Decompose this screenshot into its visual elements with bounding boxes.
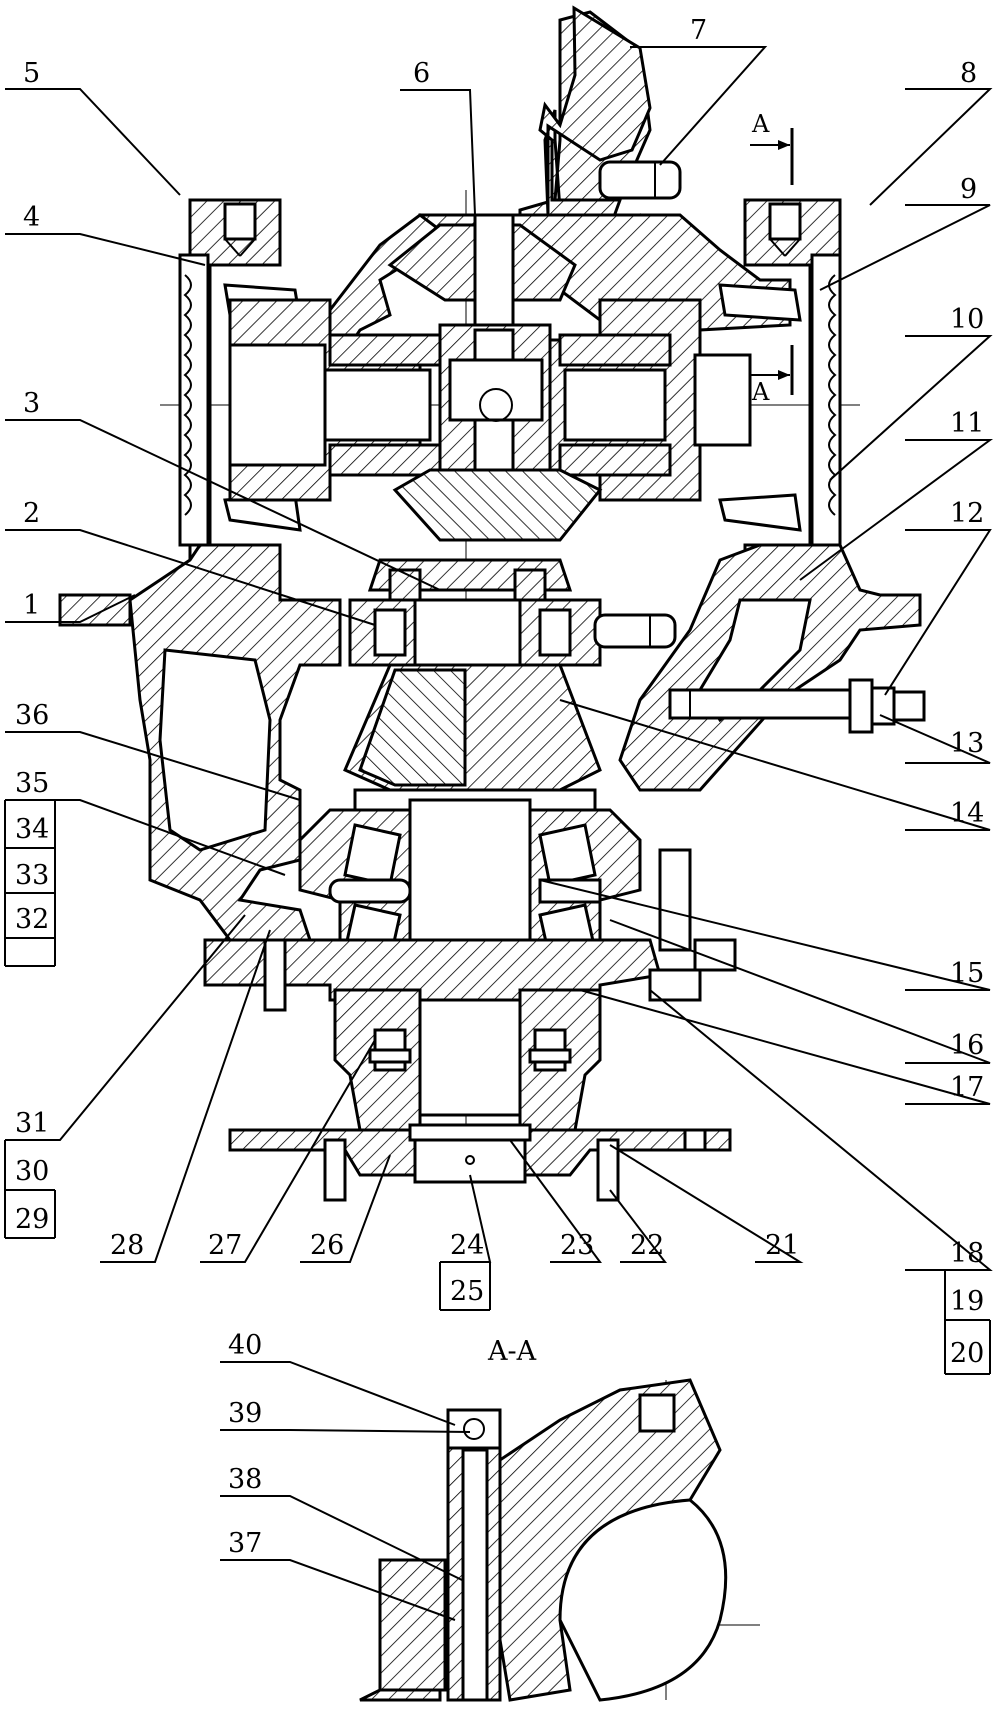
callout-5: 5	[23, 58, 41, 89]
section-view-title: A-A	[488, 1336, 537, 1367]
callout-24: 24	[450, 1230, 485, 1261]
callout-19: 19	[950, 1286, 985, 1317]
callout-23: 23	[560, 1230, 595, 1261]
callout-7: 7	[690, 15, 708, 46]
callout-28: 28	[110, 1230, 145, 1261]
callout-22: 22	[630, 1230, 665, 1261]
callout-33: 33	[15, 860, 50, 891]
callout-32: 32	[15, 904, 50, 935]
callout-37: 37	[228, 1528, 263, 1559]
callout-31: 31	[15, 1108, 50, 1139]
callout-1: 1	[23, 590, 41, 621]
callout-11: 11	[950, 408, 985, 439]
callout-20: 20	[950, 1338, 985, 1369]
callout-9: 9	[960, 174, 978, 205]
callout-27: 27	[208, 1230, 243, 1261]
callout-29: 29	[15, 1204, 50, 1235]
callout-35: 35	[15, 768, 50, 799]
callout-10: 10	[950, 304, 985, 335]
section-marker-top: A	[752, 110, 770, 138]
callout-25: 25	[450, 1276, 485, 1307]
callout-13: 13	[950, 728, 985, 759]
callout-39: 39	[228, 1398, 263, 1429]
callout-26: 26	[310, 1230, 345, 1261]
main-view	[58, 5, 926, 1202]
callout-36: 36	[15, 700, 50, 731]
callout-40: 40	[228, 1330, 263, 1361]
callout-6: 6	[413, 58, 431, 89]
callout-34: 34	[15, 814, 50, 845]
callout-12: 12	[950, 498, 985, 529]
callout-21: 21	[765, 1230, 800, 1261]
callout-8: 8	[960, 58, 978, 89]
callout-17: 17	[950, 1072, 985, 1103]
callout-18: 18	[950, 1238, 985, 1269]
callout-16: 16	[950, 1030, 985, 1061]
callout-2: 2	[23, 498, 41, 529]
callout-3: 3	[23, 388, 41, 419]
callout-14: 14	[950, 798, 985, 829]
section-marker-bottom: A	[752, 378, 770, 406]
leader-lines	[4, 46, 994, 1621]
callout-38: 38	[228, 1464, 263, 1495]
section-view-a-a	[359, 1378, 760, 1702]
callout-4: 4	[23, 202, 41, 233]
callout-30: 30	[15, 1156, 50, 1187]
callout-15: 15	[950, 958, 985, 989]
